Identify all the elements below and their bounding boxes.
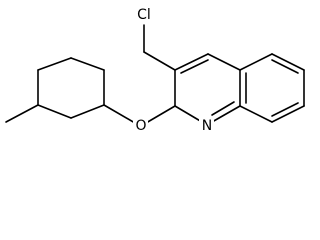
pyridine-ring bbox=[174, 53, 241, 123]
oxygen-atom-label: O bbox=[135, 118, 146, 134]
bond-c7-c8-double bbox=[271, 102, 299, 117]
bond-c3-c4-double bbox=[180, 59, 209, 74]
bond-ring-c2-c3 bbox=[70, 57, 105, 71]
bond-c4a-c5 bbox=[239, 53, 273, 71]
bond-ring-oxygen bbox=[103, 104, 136, 124]
bond-c8a-n bbox=[211, 105, 241, 123]
bond-c8a-n-double bbox=[211, 101, 235, 116]
chemical-structure-diagram: Cl O N bbox=[5, 7, 305, 134]
bond-ring-c1-c2 bbox=[37, 57, 72, 71]
bond-c3-c4 bbox=[174, 53, 209, 71]
chlorine-atom-label: Cl bbox=[137, 7, 151, 23]
benzene-ring bbox=[239, 53, 305, 123]
bond-c3-ch2 bbox=[143, 51, 176, 71]
bond-c8-c8a bbox=[239, 105, 273, 123]
bond-n-c2 bbox=[174, 105, 203, 123]
nitrogen-label-background bbox=[199, 116, 214, 132]
bond-methyl bbox=[5, 104, 39, 123]
bond-c5-c6 bbox=[271, 53, 305, 71]
bond-ring-c4-c5 bbox=[70, 104, 105, 119]
bond-c7-c8 bbox=[271, 105, 305, 123]
bond-c4-c4a bbox=[207, 53, 241, 71]
nitrogen-atom-label: N bbox=[202, 118, 212, 134]
structure-canvas: Cl O N bbox=[5, 7, 305, 134]
oxygen-label-background bbox=[133, 116, 148, 132]
bond-oxygen-quinoline bbox=[145, 105, 176, 124]
bond-ring-c5-c6 bbox=[37, 104, 72, 119]
cyclohexane-ring bbox=[37, 57, 105, 119]
bond-c5-c6-double bbox=[271, 59, 299, 74]
